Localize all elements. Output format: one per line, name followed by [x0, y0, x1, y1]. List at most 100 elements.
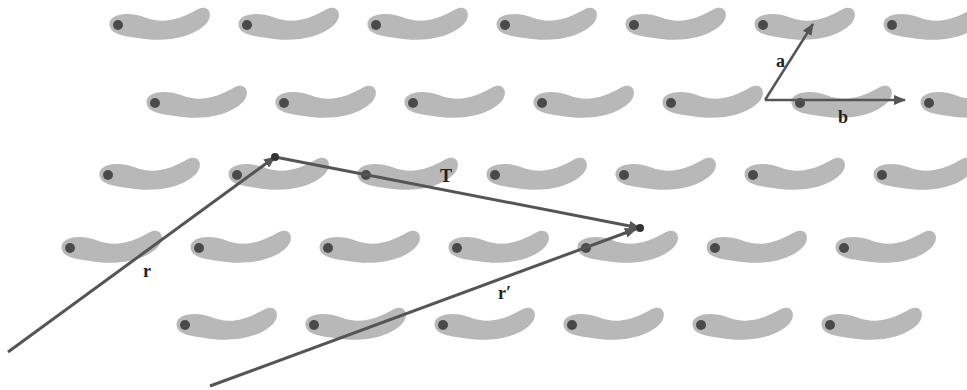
molecule [534, 86, 634, 118]
molecule-atom [629, 20, 639, 30]
molecule [62, 231, 162, 263]
molecule-body [239, 8, 339, 40]
molecule-body [276, 86, 376, 118]
molecule-atom [194, 243, 204, 253]
vector-label: b [838, 108, 848, 126]
molecule-body [921, 86, 967, 118]
molecule-body [663, 86, 763, 118]
molecule [320, 231, 420, 263]
molecule-body [616, 158, 716, 190]
molecule [405, 86, 505, 118]
vector-label: a [776, 52, 785, 70]
position-vector [8, 157, 275, 352]
molecule-body [191, 231, 291, 263]
molecule-body [368, 8, 468, 40]
molecule [616, 158, 716, 190]
position-vector [210, 229, 636, 386]
molecule-atom [309, 320, 319, 330]
molecule-body [707, 231, 807, 263]
molecule-body [487, 158, 587, 190]
molecule-body [62, 231, 162, 263]
molecule-body [836, 231, 936, 263]
molecule-body [626, 8, 726, 40]
molecule [306, 308, 406, 340]
molecule-body [110, 8, 210, 40]
molecule-atom [758, 20, 768, 30]
molecule-body [884, 8, 967, 40]
translation-vector [275, 157, 640, 228]
molecule [921, 86, 967, 118]
basis-vector [765, 24, 813, 100]
molecule-body [358, 158, 458, 190]
molecule-atom [279, 98, 289, 108]
molecule-atom [710, 243, 720, 253]
molecule [663, 86, 763, 118]
molecule [884, 8, 967, 40]
molecule [100, 158, 200, 190]
molecule [487, 158, 587, 190]
molecule-atom [490, 170, 500, 180]
molecule [626, 8, 726, 40]
molecule [578, 231, 678, 263]
molecule-atom [696, 320, 706, 330]
molecule [276, 86, 376, 118]
molecule-body [745, 158, 845, 190]
molecule-atom [666, 98, 676, 108]
molecule-body [177, 308, 277, 340]
basis-vector [765, 99, 905, 102]
molecule-atom [839, 243, 849, 253]
molecule-atom [438, 320, 448, 330]
molecule-atom [877, 170, 887, 180]
molecule-atom [113, 20, 123, 30]
molecule [449, 231, 549, 263]
molecule-atom [452, 243, 462, 253]
molecule [110, 8, 210, 40]
molecule-body [497, 8, 597, 40]
molecule-atom [537, 98, 547, 108]
molecule-body [435, 308, 535, 340]
molecule [693, 308, 793, 340]
molecule-atom [371, 20, 381, 30]
molecule-body [320, 231, 420, 263]
molecule-body [405, 86, 505, 118]
molecule-atom [748, 170, 758, 180]
molecule-body [564, 308, 664, 340]
molecule-atom [323, 243, 333, 253]
molecule [239, 8, 339, 40]
molecule-atom [65, 243, 75, 253]
molecule [177, 308, 277, 340]
vector-label: r′ [498, 284, 511, 302]
vector-label: T [440, 167, 452, 185]
molecule [358, 158, 458, 190]
molecule [435, 308, 535, 340]
molecule-atom [500, 20, 510, 30]
lattice-point [271, 153, 279, 161]
molecule-atom [408, 98, 418, 108]
molecule [368, 8, 468, 40]
lattice-point [636, 224, 644, 232]
molecule-body [693, 308, 793, 340]
molecule [874, 158, 967, 190]
molecule [745, 158, 845, 190]
molecule-atom [232, 170, 242, 180]
molecule-body [147, 86, 247, 118]
molecule [147, 86, 247, 118]
molecule-body [822, 308, 922, 340]
molecule [191, 231, 291, 263]
molecule-atom [567, 320, 577, 330]
molecule-body [229, 158, 329, 190]
molecule-atom [103, 170, 113, 180]
molecule-body [306, 308, 406, 340]
molecule [822, 308, 922, 340]
molecule-atom [619, 170, 629, 180]
molecule-atom [150, 98, 160, 108]
molecule-body [100, 158, 200, 190]
molecule [229, 158, 329, 190]
molecule [836, 231, 936, 263]
molecule-atom [924, 98, 934, 108]
molecule-atom [180, 320, 190, 330]
molecule-atom [887, 20, 897, 30]
molecule-body [534, 86, 634, 118]
